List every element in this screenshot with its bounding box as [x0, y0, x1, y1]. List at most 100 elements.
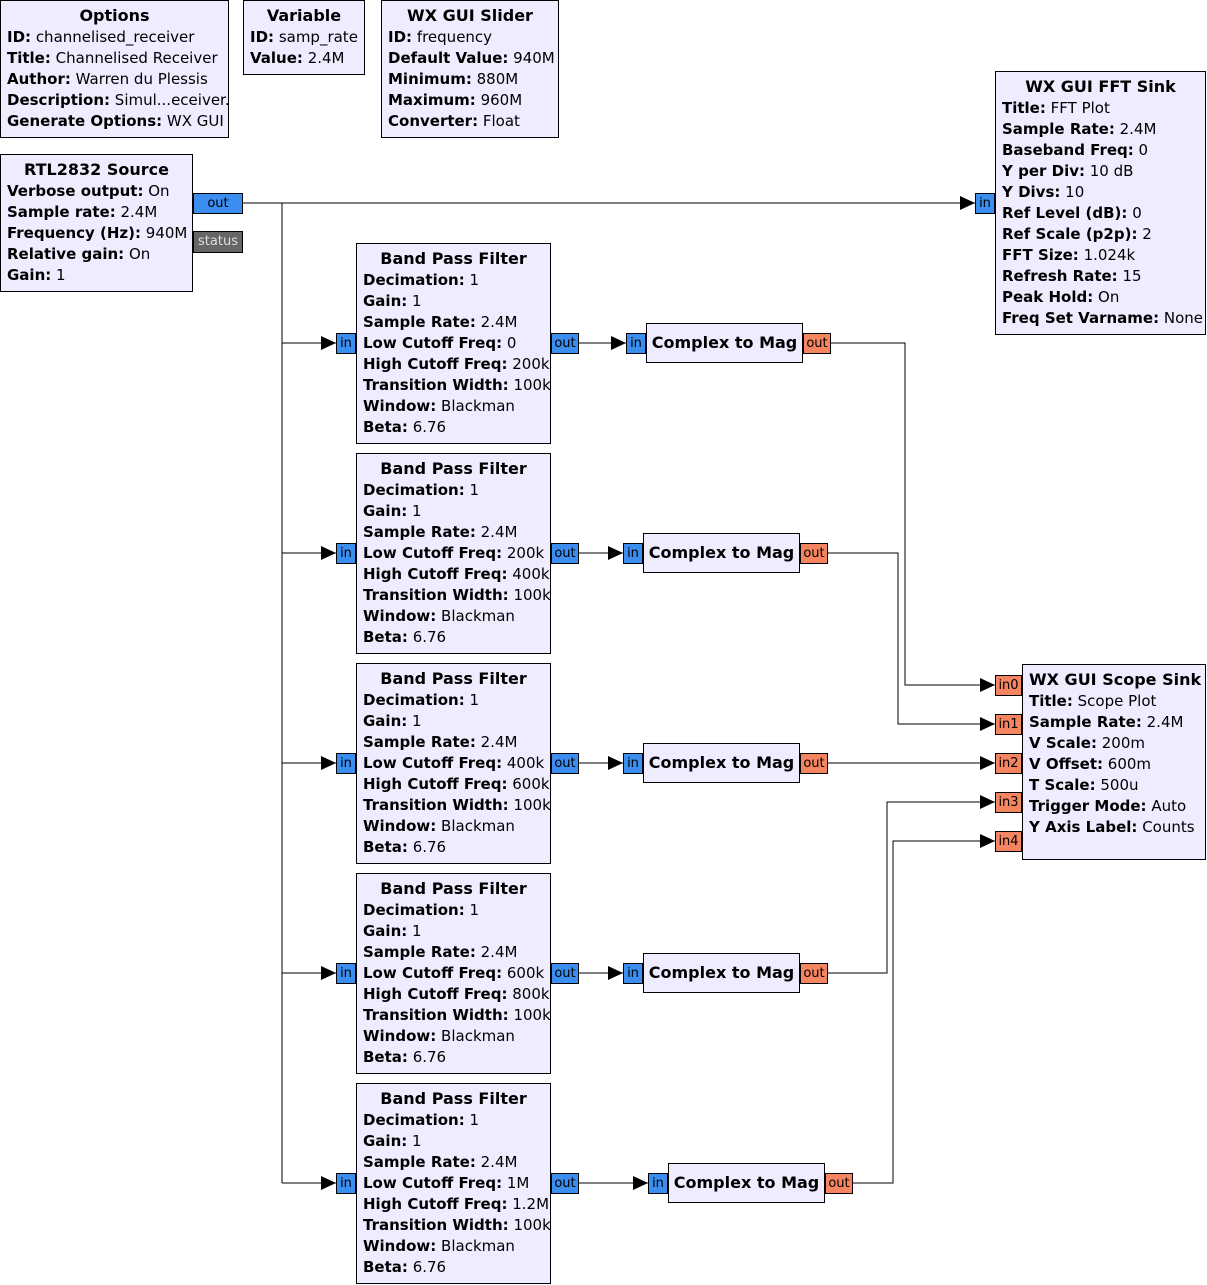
- filter-2-out-port[interactable]: out: [551, 543, 579, 564]
- band-pass-filter-1-param-row: Low Cutoff Freq: 0: [363, 333, 544, 354]
- arrow-icon: [321, 966, 336, 980]
- scope-in-port-0[interactable]: in0: [995, 675, 1022, 696]
- options-block-param-row: Title: Channelised Receiver: [7, 48, 222, 69]
- param-key: Baseband Freq:: [1002, 141, 1134, 159]
- param-key: Refresh Rate:: [1002, 267, 1118, 285]
- complex-to-mag-3[interactable]: Complex to Mag: [643, 743, 800, 783]
- mag-2-in-port[interactable]: in: [623, 543, 643, 564]
- band-pass-filter-3-title: Band Pass Filter: [380, 669, 527, 688]
- rtl-out-port[interactable]: out: [193, 193, 243, 214]
- param-value: 10: [1065, 183, 1085, 201]
- param-value: Simul...eceiver.: [114, 91, 230, 109]
- param-value: 2.4M: [307, 49, 345, 67]
- filter-1-in-port[interactable]: in: [336, 333, 356, 354]
- scope-in-port-1[interactable]: in1: [995, 714, 1022, 735]
- scope-in-port-3[interactable]: in3: [995, 792, 1022, 813]
- band-pass-filter-5-param-row: High Cutoff Freq: 1.2M: [363, 1194, 549, 1215]
- band-pass-filter-2-param-row: Low Cutoff Freq: 200k: [363, 543, 544, 564]
- scope-sink-block-param-row: Sample Rate: 2.4M: [1029, 712, 1199, 733]
- rtl-source-block-param-row: Sample rate: 2.4M: [7, 202, 186, 223]
- param-key: Transition Width:: [363, 586, 509, 604]
- param-value: 1: [469, 481, 480, 499]
- param-value: 2.4M: [1146, 713, 1184, 731]
- scope-in-port-4[interactable]: in4: [995, 831, 1022, 852]
- param-key: V Offset:: [1029, 755, 1104, 773]
- mag-1-in-port[interactable]: in: [626, 333, 646, 354]
- arrow-icon: [980, 795, 995, 809]
- filter-4-in-port[interactable]: in: [336, 963, 356, 984]
- param-key: Window:: [363, 607, 437, 625]
- filter-1-out-port[interactable]: out: [551, 333, 579, 354]
- options-block-param-row: ID: channelised_receiver: [7, 27, 222, 48]
- arrow-icon: [980, 834, 995, 848]
- wire-mag-to-scope: [828, 552, 995, 725]
- arrow-icon: [321, 336, 336, 350]
- band-pass-filter-5-param-row: Gain: 1: [363, 1131, 544, 1152]
- fft-sink-block-param-row: Y per Div: 10 dB: [1002, 161, 1199, 182]
- param-key: High Cutoff Freq:: [363, 565, 508, 583]
- fft-in-port[interactable]: in: [975, 193, 995, 214]
- param-value: 400k: [506, 754, 545, 772]
- param-key: Transition Width:: [363, 376, 509, 394]
- param-key: Gain:: [363, 922, 408, 940]
- complex-to-mag-2[interactable]: Complex to Mag: [643, 533, 800, 573]
- param-value: 100k: [513, 376, 551, 394]
- complex-to-mag-4[interactable]: Complex to Mag: [643, 953, 800, 993]
- mag-5-in-port[interactable]: in: [648, 1173, 668, 1194]
- filter-3-out-port[interactable]: out: [551, 753, 579, 774]
- mag-4-in-port[interactable]: in: [623, 963, 643, 984]
- param-key: Gain:: [363, 292, 408, 310]
- arrow-icon: [608, 546, 623, 560]
- param-key: ID:: [388, 28, 413, 46]
- param-value: 2.4M: [480, 523, 518, 541]
- param-key: Low Cutoff Freq:: [363, 964, 503, 982]
- rtl-source-block-param-row: Relative gain: On: [7, 244, 186, 265]
- scope-in-port-2[interactable]: in2: [995, 753, 1022, 774]
- mag-3-out-port[interactable]: out: [800, 753, 828, 774]
- mag-4-out-port[interactable]: out: [800, 963, 828, 984]
- mag-3-in-port[interactable]: in: [623, 753, 643, 774]
- mag-2-out-port[interactable]: out: [800, 543, 828, 564]
- param-key: ID:: [7, 28, 32, 46]
- arrow-icon: [960, 196, 975, 210]
- complex-to-mag-title: Complex to Mag: [673, 1173, 820, 1192]
- filter-3-in-port[interactable]: in: [336, 753, 356, 774]
- filter-2-in-port[interactable]: in: [336, 543, 356, 564]
- rtl-status-port[interactable]: status: [193, 231, 243, 253]
- filter-5-in-port[interactable]: in: [336, 1173, 356, 1194]
- band-pass-filter-2-param-row: Sample Rate: 2.4M: [363, 522, 544, 543]
- complex-to-mag-5[interactable]: Complex to Mag: [668, 1163, 825, 1203]
- param-value: On: [148, 182, 170, 200]
- param-key: Y Axis Label:: [1029, 818, 1138, 836]
- band-pass-filter-5-title: Band Pass Filter: [380, 1089, 527, 1108]
- band-pass-filter-1-param-row: Gain: 1: [363, 291, 544, 312]
- mag-1-out-port[interactable]: out: [803, 333, 831, 354]
- filter-4-out-port[interactable]: out: [551, 963, 579, 984]
- param-key: Sample Rate:: [1029, 713, 1142, 731]
- param-value: Blackman: [441, 817, 515, 835]
- complex-to-mag-1[interactable]: Complex to Mag: [646, 323, 803, 363]
- mag-5-out-port[interactable]: out: [825, 1173, 853, 1194]
- param-value: 2.4M: [480, 733, 518, 751]
- param-key: Transition Width:: [363, 796, 509, 814]
- slider-block-param-row: Maximum: 960M: [388, 90, 552, 111]
- rtl-source-block-param-row: Gain: 1: [7, 265, 186, 286]
- band-pass-filter-2-param-row: Gain: 1: [363, 501, 544, 522]
- arrow-icon: [608, 756, 623, 770]
- param-key: Beta:: [363, 1258, 408, 1276]
- rtl-source-block-title: RTL2832 Source: [24, 160, 169, 179]
- param-value: 2.4M: [120, 203, 158, 221]
- filter-5-out-port[interactable]: out: [551, 1173, 579, 1194]
- param-value: 6.76: [412, 418, 447, 436]
